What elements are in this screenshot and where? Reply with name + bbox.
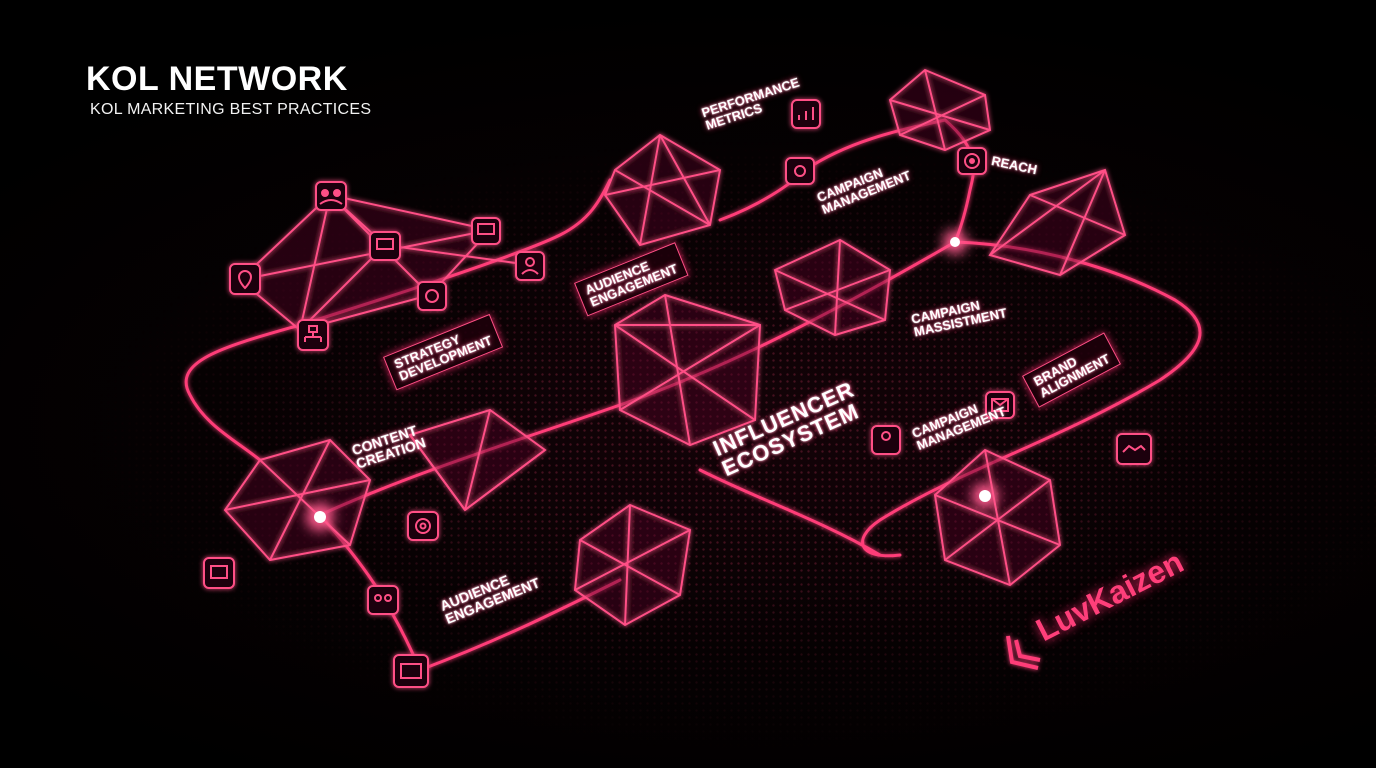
pipe-left-loop — [184, 323, 302, 462]
wireframe-nodes — [223, 68, 1127, 627]
page-subtitle: KOL MARKETING BEST PRACTICES — [90, 101, 372, 118]
node-reach — [888, 68, 992, 152]
presentation-icon-3 — [203, 557, 235, 589]
presentation-icon-2 — [471, 217, 501, 245]
pipe-right-loop — [861, 240, 1202, 558]
at-sign-icon — [407, 511, 439, 541]
location-pin-icon — [229, 263, 261, 295]
presentation-icon — [369, 231, 401, 261]
node-audience-bottom — [573, 503, 692, 627]
pipe-center-down — [698, 468, 882, 557]
group-icon — [871, 425, 901, 455]
camera-icon — [785, 157, 815, 185]
icon-tiles — [203, 99, 1152, 688]
email-icon — [985, 391, 1015, 419]
page-title: KOL NETWORK — [86, 60, 348, 98]
money-icon — [393, 654, 429, 688]
hub-left-core — [314, 511, 326, 523]
handshake-icon — [1116, 433, 1152, 465]
org-chart-icon — [297, 319, 329, 351]
hub-right-bottom-core — [979, 490, 991, 502]
chart-icon — [791, 99, 821, 129]
node-massistment — [773, 238, 892, 337]
node-right — [988, 168, 1127, 277]
node-performance — [603, 133, 722, 247]
gear-icon — [417, 281, 447, 311]
hub-glows — [306, 230, 998, 531]
target-icon — [957, 147, 987, 175]
node-mesh-top-left — [238, 193, 492, 332]
group-icon-2 — [367, 585, 399, 615]
logo-mark-icon — [1006, 635, 1041, 670]
user-icon — [515, 251, 545, 281]
people-icon — [315, 181, 347, 211]
hub-right-top-core — [950, 237, 960, 247]
